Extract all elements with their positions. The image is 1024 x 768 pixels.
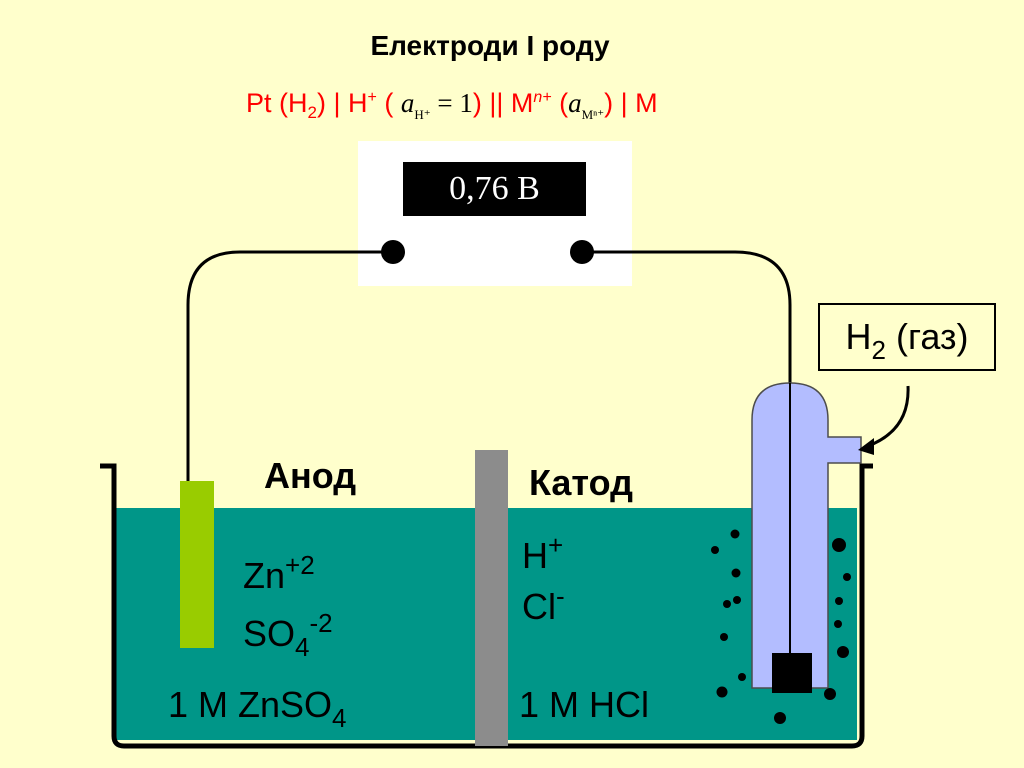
left-solution-text: 1 M ZnSO [168,684,333,725]
platinum-plate [772,653,812,693]
right-solution-label: 1 M HCl [519,684,650,725]
hydrogen-bubbles [711,529,851,724]
cell-notation: Pt (H2) | H+ ( aH⁺ = 1) || Mn+ (aMⁿ⁺) | … [246,88,658,123]
left-ion-zinc: Zn+2 [243,550,315,597]
formula-activity-h-sub: H⁺ [414,107,431,122]
bubble [832,538,846,552]
gas-text: (газ) [886,316,969,357]
bubble [711,546,719,554]
page-title: Електроди І роду [370,30,610,61]
formula-mid1: ) | H [316,88,368,118]
zinc-symbol: Zn [243,555,286,596]
bubble [731,568,741,578]
formula-open2: ( [551,88,569,118]
formula-pt: Pt (H [246,88,308,118]
formula-activity-h: a [400,88,415,118]
right-ion-chloride: Cl- [522,581,565,628]
chloride-charge: - [556,581,565,611]
voltmeter-terminal-right [570,240,594,264]
cathode-label: Катод [529,462,633,503]
salt-bridge-membrane [475,450,508,746]
gas-arrow-line [867,385,910,448]
bubble [837,646,849,658]
right-ion-hydrogen: H+ [522,530,563,577]
anode-label: Анод [264,455,357,496]
sulfate-subscript: 4 [295,632,310,662]
formula-pt-sub: 2 [307,103,317,122]
formula-m-sup: n+ [533,89,552,106]
formula-eq: = 1 [430,88,473,118]
left-ion-sulfate: SO4-2 [243,608,333,663]
right-wire [582,250,792,660]
sulfate-symbol: SO [243,613,296,654]
hydrogen-charge: + [548,530,564,560]
left-solution-subscript: 4 [332,703,347,733]
bubble [843,573,851,581]
formula-activity-m: a [568,88,582,118]
formula-mid2: ) || M [472,88,534,118]
zinc-electrode [180,481,214,648]
chloride-symbol: Cl [522,586,556,627]
gas-arrow-head [858,438,874,455]
bubble [716,686,728,698]
formula-activity-m-sub: Mⁿ⁺ [581,107,605,122]
bubble [738,673,746,681]
bubble [720,633,728,641]
zinc-charge: +2 [285,550,315,580]
hydrogen-electrode-tube [751,382,862,689]
voltmeter-terminal-left [381,240,405,264]
formula-open1: ( [376,88,401,118]
bubble [730,529,740,539]
voltmeter-display: 0,76 В [403,162,586,216]
bubble [834,620,842,628]
bubble [733,596,741,604]
gas-subscript: 2 [871,335,886,365]
bubble [824,688,836,700]
gas-symbol: H [845,316,872,357]
bubble [723,600,731,608]
hydrogen-gas-label: H2 (газ) [818,303,996,371]
left-solution-label: 1 M ZnSO4 [168,684,347,734]
sulfate-charge: -2 [309,608,333,638]
left-wire [186,250,393,485]
bubble [774,712,786,724]
hydrogen-symbol: H [522,535,548,576]
formula-end: ) | M [604,88,658,118]
formula-h-sup: + [367,89,377,106]
bubble [835,597,843,605]
